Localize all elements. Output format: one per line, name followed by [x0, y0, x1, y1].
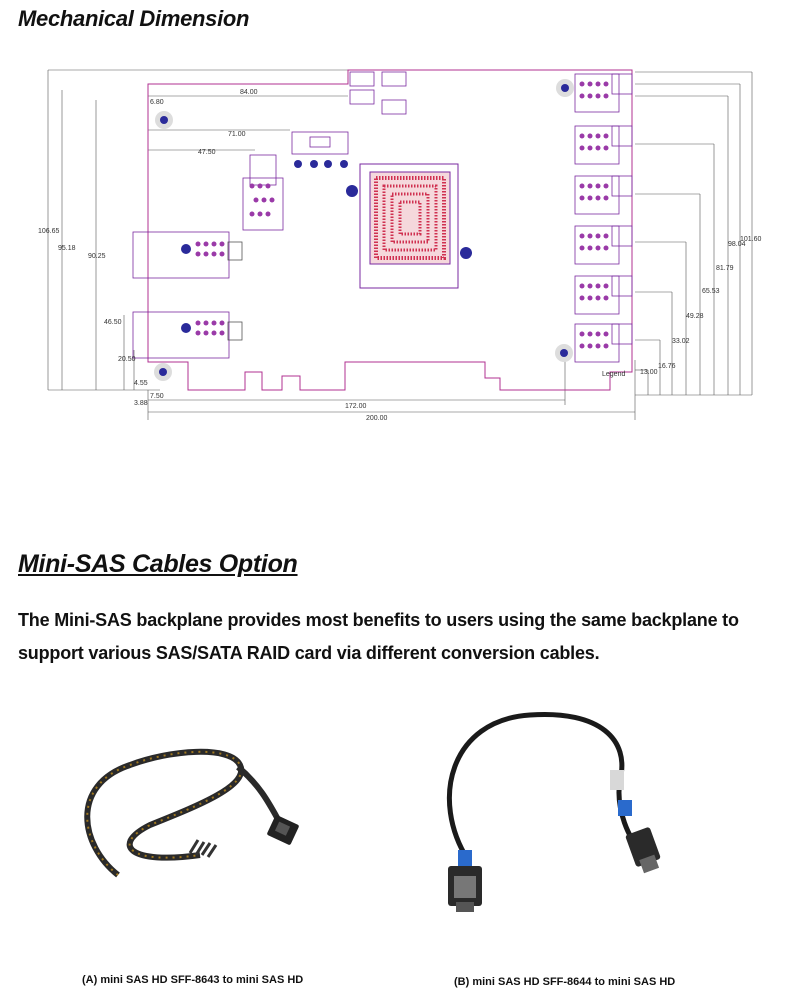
dim-label: 46.50 — [104, 319, 122, 326]
dimension-labels: 84.00 6.80 71.00 47.50 106.65 95.18 90.2… — [38, 89, 762, 422]
dim-label: 33.02 — [672, 338, 690, 345]
mounting-holes — [154, 79, 574, 381]
dim-label: 16.76 — [658, 363, 676, 370]
dim-label: 4.55 — [134, 380, 148, 387]
dim-label: 200.00 — [366, 415, 388, 422]
dim-label: 49.28 — [686, 313, 704, 320]
dim-label: 47.50 — [198, 149, 216, 156]
cable-b-caption: (B) mini SAS HD SFF-8644 to mini SAS HD — [454, 976, 676, 988]
dim-label: 101.60 — [740, 236, 762, 243]
dim-label: 106.65 — [38, 228, 60, 235]
right-connector-stack — [574, 73, 633, 363]
cable-a-image — [84, 748, 299, 878]
dim-label: 7.50 — [150, 393, 164, 400]
cable-b-image — [446, 711, 661, 912]
dim-label: 172.00 — [345, 403, 367, 410]
dimension-lines — [47, 69, 753, 420]
dim-label: 6.80 — [150, 99, 164, 106]
dim-label: 71.00 — [228, 131, 246, 138]
board-outline — [147, 69, 633, 391]
dim-label: 81.79 — [716, 265, 734, 272]
controller-chip — [359, 163, 459, 289]
cable-a-caption: (A) mini SAS HD SFF-8643 to mini SAS HD — [82, 974, 304, 986]
dim-label: 13.00 — [640, 369, 658, 376]
board-logo-text: Legend — [602, 371, 625, 378]
dim-label: 65.53 — [702, 288, 720, 295]
dim-label: 90.25 — [88, 253, 106, 260]
mechanical-drawing: 84.00 6.80 71.00 47.50 106.65 95.18 90.2… — [38, 69, 762, 422]
dim-label: 20.50 — [118, 356, 136, 363]
mini-sas-cables-title: Mini-SAS Cables Option — [18, 550, 298, 578]
top-pins — [294, 160, 348, 168]
top-jumpers — [291, 71, 407, 155]
dim-label: 98.04 — [728, 241, 746, 248]
dim-label: 3.88 — [134, 400, 148, 407]
upper-connector — [242, 154, 284, 231]
mechanical-dimension-title: Mechanical Dimension — [18, 6, 250, 31]
intro-paragraph: The Mini-SAS backplane provides most ben… — [18, 610, 739, 663]
dim-label: 95.18 — [58, 245, 76, 252]
dim-label: 84.00 — [240, 89, 258, 96]
left-connectors — [132, 231, 243, 359]
